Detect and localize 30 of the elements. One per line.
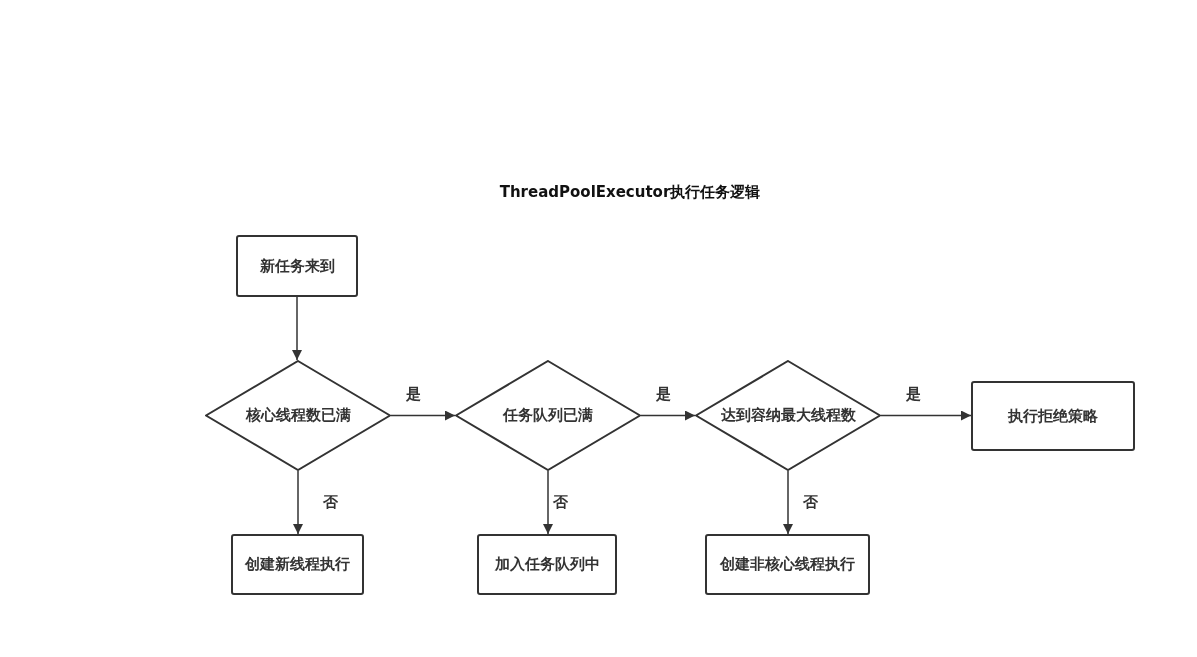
node-text: 创建新线程执行 <box>245 555 350 574</box>
edge-label: 否 <box>551 493 570 512</box>
process-box <box>477 534 617 595</box>
node-text: 新任务来到 <box>259 256 335 276</box>
arrow <box>543 470 553 535</box>
node-text: 任务队列已满 <box>503 406 593 425</box>
decision-diamond <box>455 360 641 471</box>
decision-diamond <box>205 360 391 471</box>
process-box <box>971 381 1135 451</box>
diagram-title: ThreadPoolExecutor执行任务逻辑 <box>498 183 762 202</box>
node-text: 加入任务队列中 <box>494 555 600 574</box>
node-text: 创建非核心线程执行 <box>720 555 855 574</box>
edge-label: 是 <box>904 385 923 404</box>
node-text: 执行拒绝策略 <box>1008 406 1098 426</box>
arrow <box>880 410 972 421</box>
edge-label: 是 <box>404 385 423 404</box>
arrow <box>390 410 456 421</box>
edge-label: 否 <box>801 493 820 512</box>
process-box <box>705 534 870 595</box>
node-text: 达到容纳最大线程数 <box>720 406 856 425</box>
edge-label: 是 <box>654 385 673 404</box>
arrow <box>783 470 793 535</box>
process-box <box>236 235 358 297</box>
process-box <box>231 534 364 595</box>
arrow <box>640 410 696 421</box>
node-text: 核心线程数已满 <box>245 406 351 425</box>
arrow <box>293 470 303 535</box>
arrow <box>292 296 302 361</box>
edge-label: 否 <box>321 493 340 512</box>
decision-diamond <box>695 360 881 471</box>
